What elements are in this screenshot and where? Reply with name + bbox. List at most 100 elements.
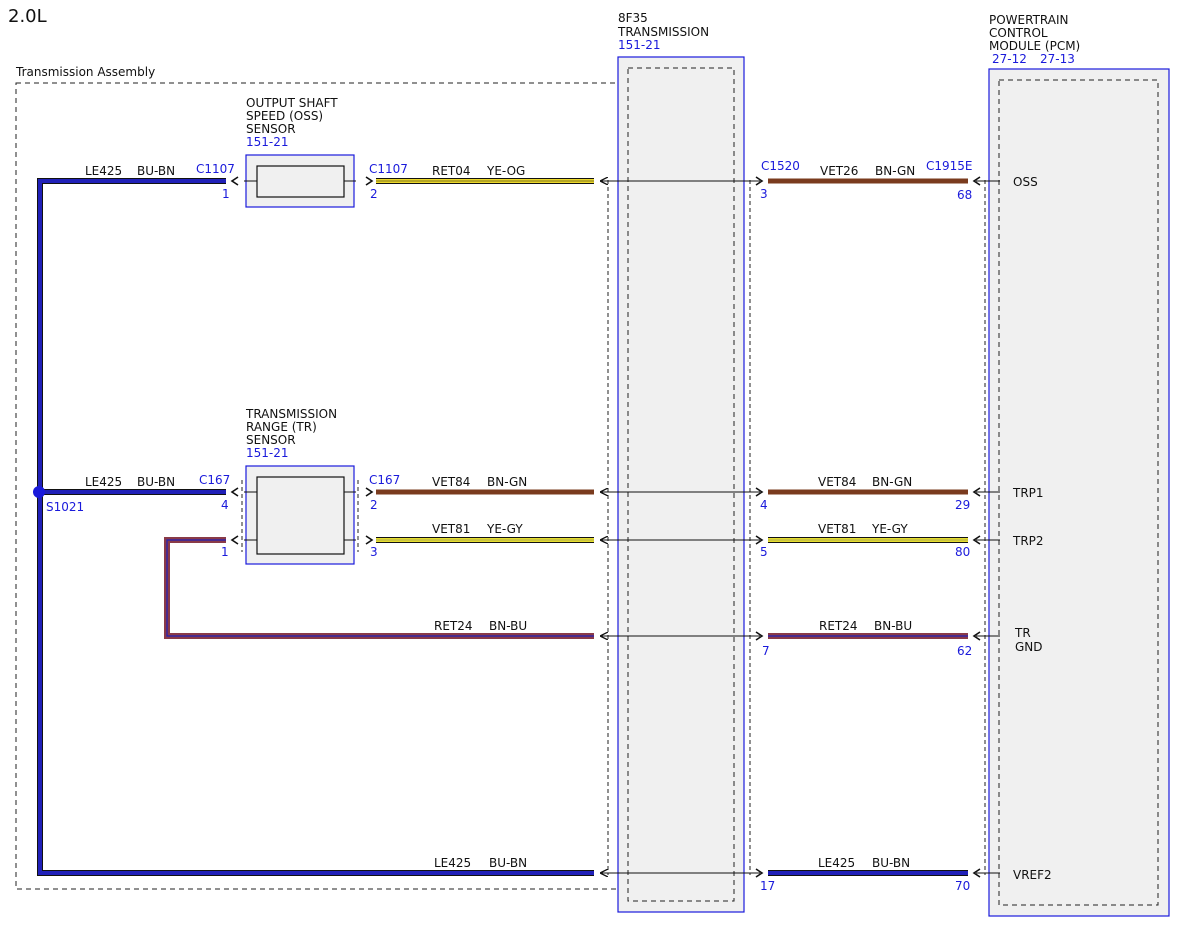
oss-title-1: OUTPUT SHAFT bbox=[246, 96, 338, 110]
label-c1915e-pin68: 68 bbox=[957, 188, 972, 202]
arrow-c1520-5 bbox=[755, 535, 764, 545]
label-c1915e-connector: C1915E bbox=[926, 159, 973, 173]
pcm-module-inner bbox=[998, 79, 1159, 906]
label-c1915e-pin70: 70 bbox=[955, 879, 970, 893]
label-tr-left-connector: C167 bbox=[199, 473, 230, 487]
label-vet84a-circuit: VET84 bbox=[432, 475, 470, 489]
label-oss-left-pin: 1 bbox=[222, 187, 230, 201]
label-vet81b-color: YE-GY bbox=[871, 522, 908, 536]
arrow-c167-2 bbox=[365, 487, 374, 497]
engine-label: 2.0L bbox=[8, 6, 47, 27]
wire-ret24-a-outline bbox=[164, 537, 594, 639]
tr-ref: 151-21 bbox=[246, 446, 289, 460]
oss-title-2: SPEED (OSS) bbox=[246, 109, 323, 123]
label-tr-left-pin: 4 bbox=[221, 498, 229, 512]
label-c1520-connector: C1520 bbox=[761, 159, 800, 173]
label-signal-tr: TR bbox=[1014, 626, 1031, 640]
label-oss-right-pin: 2 bbox=[370, 187, 378, 201]
pcm-ref-2: 27-13 bbox=[1040, 52, 1075, 66]
tr-title-3: SENSOR bbox=[246, 433, 296, 447]
label-ret24b-circuit: RET24 bbox=[819, 619, 858, 633]
oss-sensor-body bbox=[256, 165, 345, 198]
wire-le425-bus-fill bbox=[38, 179, 594, 875]
oss-sensor: OUTPUT SHAFT SPEED (OSS) SENSOR 151-21 bbox=[244, 96, 356, 208]
label-oss-left-circuit: LE425 bbox=[85, 164, 122, 178]
wire-le425-bus bbox=[33, 178, 594, 876]
label-vet81b-circuit: VET81 bbox=[818, 522, 856, 536]
pass-through-lines bbox=[600, 181, 760, 873]
label-vet81a-circuit: VET81 bbox=[432, 522, 470, 536]
transmission-title-2: TRANSMISSION bbox=[617, 25, 709, 39]
label-tr-right-connector: C167 bbox=[369, 473, 400, 487]
arrow-c1915e-29 bbox=[972, 487, 981, 497]
transmission-module: 8F35 TRANSMISSION 151-21 bbox=[617, 11, 745, 913]
label-c1520-pin7: 7 bbox=[762, 644, 770, 658]
label-c1915e-pin80: 80 bbox=[955, 545, 970, 559]
label-ret24b-color: BN-BU bbox=[874, 619, 912, 633]
arrow-c1915e-80 bbox=[972, 535, 981, 545]
label-signal-trp1: TRP1 bbox=[1012, 486, 1044, 500]
label-tr-pin1: 1 bbox=[221, 545, 229, 559]
arrow-c1520-3 bbox=[755, 176, 764, 186]
label-oss-right-connector: C1107 bbox=[369, 162, 408, 176]
wire-ret24 bbox=[164, 537, 968, 639]
arrow-c1520-7 bbox=[755, 631, 764, 641]
pcm-module: POWERTRAIN CONTROL MODULE (PCM) 27-12 27… bbox=[988, 13, 1170, 917]
arrow-c167-3 bbox=[365, 535, 374, 545]
pcm-module-box bbox=[988, 68, 1170, 917]
arrow-c1520-4 bbox=[755, 487, 764, 497]
label-vet84a-color: BN-GN bbox=[487, 475, 527, 489]
label-le425a-color: BU-BN bbox=[489, 856, 527, 870]
label-le425b-circuit: LE425 bbox=[818, 856, 855, 870]
label-le425b-color: BU-BN bbox=[872, 856, 910, 870]
label-le425a-circuit: LE425 bbox=[434, 856, 471, 870]
label-oss-left-color: BU-BN bbox=[137, 164, 175, 178]
label-tr-pin2: 2 bbox=[370, 498, 378, 512]
transmission-module-box bbox=[617, 56, 745, 913]
tr-title-1: TRANSMISSION bbox=[245, 407, 337, 421]
label-vet84b-circuit: VET84 bbox=[818, 475, 856, 489]
label-tr-left-circuit: LE425 bbox=[85, 475, 122, 489]
arrow-c167-1 bbox=[230, 535, 239, 545]
label-tr-left-color: BU-BN bbox=[137, 475, 175, 489]
transmission-module-inner bbox=[627, 67, 735, 902]
label-c1915e-pin29: 29 bbox=[955, 498, 970, 512]
label-ret04-color: YE-OG bbox=[486, 164, 525, 178]
label-signal-vref2: VREF2 bbox=[1013, 868, 1052, 882]
tr-title-2: RANGE (TR) bbox=[246, 420, 317, 434]
oss-title-3: SENSOR bbox=[246, 122, 296, 136]
transmission-title-1: 8F35 bbox=[618, 11, 648, 25]
label-ret04-circuit: RET04 bbox=[432, 164, 471, 178]
pcm-title-1: POWERTRAIN bbox=[989, 13, 1069, 27]
label-vet84b-color: BN-GN bbox=[872, 475, 912, 489]
label-vet26-circuit: VET26 bbox=[820, 164, 858, 178]
label-c1520-pin4: 4 bbox=[760, 498, 768, 512]
label-signal-trp2: TRP2 bbox=[1012, 534, 1044, 548]
transmission-ref: 151-21 bbox=[618, 38, 661, 52]
pcm-pin-stubs bbox=[976, 180, 1000, 874]
arrow-c1915e-68 bbox=[972, 176, 981, 186]
label-vet81a-color: YE-GY bbox=[486, 522, 523, 536]
label-c1915e-pin62: 62 bbox=[957, 644, 972, 658]
arrow-c167-4 bbox=[230, 487, 239, 497]
label-oss-left-connector: C1107 bbox=[196, 162, 235, 176]
label-signal-oss: OSS bbox=[1013, 175, 1038, 189]
arrow-c1107-2 bbox=[365, 176, 374, 186]
wire-ret24-a-stripe bbox=[166, 539, 594, 637]
label-c1520-pin17: 17 bbox=[760, 879, 775, 893]
arrow-c1915e-62 bbox=[972, 631, 981, 641]
oss-ref: 151-21 bbox=[246, 135, 289, 149]
pcm-ref-1: 27-12 bbox=[992, 52, 1027, 66]
arrow-c1520-17 bbox=[755, 868, 764, 878]
pcm-title-3: MODULE (PCM) bbox=[989, 39, 1080, 53]
label-splice-s1021: S1021 bbox=[46, 500, 84, 514]
tr-sensor: TRANSMISSION RANGE (TR) SENSOR 151-21 bbox=[241, 407, 359, 565]
label-c1520-pin3: 3 bbox=[760, 187, 768, 201]
label-ret24a-circuit: RET24 bbox=[434, 619, 473, 633]
connector-arrows bbox=[230, 176, 981, 878]
arrow-c1107-1 bbox=[230, 176, 239, 186]
label-tr-pin3: 3 bbox=[370, 545, 378, 559]
label-c1520-pin5: 5 bbox=[760, 545, 768, 559]
splice-s1021-dot bbox=[33, 486, 45, 498]
